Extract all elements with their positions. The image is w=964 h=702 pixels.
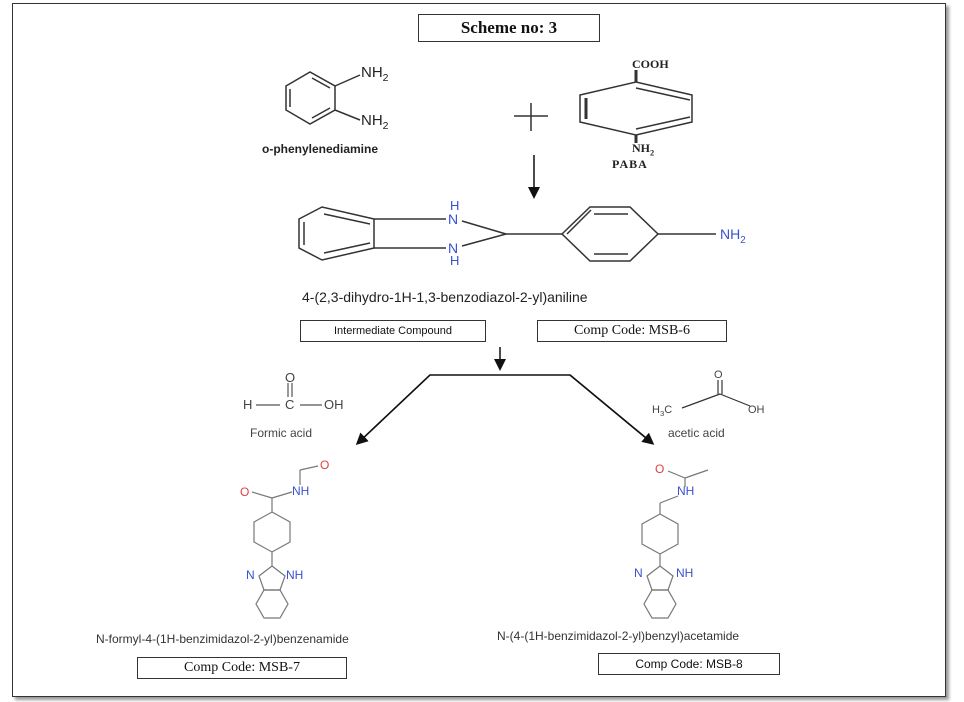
product-2-name: N-(4-(1H-benzimidazol-2-yl)benzyl)acetam… <box>497 629 740 643</box>
product-2-code: Comp Code: MSB-8 <box>635 657 743 671</box>
msb8-structure <box>641 469 709 619</box>
scheme-title: Scheme no: 3 <box>460 18 558 37</box>
intermediate-h-top: H <box>450 198 460 213</box>
intermediate-h-bottom: H <box>450 253 460 268</box>
acetic-o: O <box>714 369 723 381</box>
msb8-nh: NH <box>677 484 695 498</box>
acetic-oh: OH <box>748 404 765 416</box>
intermediate-amine: NH2 <box>720 226 746 246</box>
scheme-frame <box>12 3 946 697</box>
split-line <box>357 374 653 444</box>
msb8-nh-ring: NH <box>676 566 694 580</box>
intermediate-n-top: N <box>448 211 459 227</box>
opd-nh2-bottom: NH2 <box>361 112 389 132</box>
reagent-2-name: acetic acid <box>668 426 725 440</box>
msb7-structure <box>251 465 319 619</box>
intermediate-code: Comp Code: MSB-6 <box>574 323 690 338</box>
formic-c: C <box>285 397 295 412</box>
paba-cooh: COOH <box>632 57 669 71</box>
scheme-title-box: Scheme no: 3 <box>418 14 600 42</box>
product-1-code: Comp Code: MSB-7 <box>184 660 300 675</box>
intermediate-code-box: Comp Code: MSB-6 <box>537 320 727 342</box>
formic-oh: OH <box>324 397 344 412</box>
formic-o: O <box>285 370 296 385</box>
formic-acid-structure <box>256 383 322 406</box>
intermediate-name: 4-(2,3-dihydro-1H-1,3-benzodiazol-2-yl)a… <box>302 289 588 305</box>
opd-nh2-top: NH2 <box>361 64 389 84</box>
paba-nh2: NH2 <box>632 141 655 158</box>
intermediate-structure <box>298 206 716 262</box>
product-2-code-box: Comp Code: MSB-8 <box>598 653 780 675</box>
product-1-code-box: Comp Code: MSB-7 <box>137 657 347 679</box>
intermediate-label-box: Intermediate Compound <box>300 320 486 342</box>
reactant-1-name: o-phenylenediamine <box>262 142 379 156</box>
intermediate-n-bottom: N <box>448 240 459 256</box>
msb8-o: O <box>655 462 665 476</box>
msb8-n: N <box>634 566 643 580</box>
msb7-nh: NH <box>292 484 310 498</box>
formic-h: H <box>243 397 253 412</box>
reagent-1-name: Formic acid <box>250 426 313 440</box>
product-1-name: N-formyl-4-(1H-benzimidazol-2-yl)benzena… <box>96 632 349 646</box>
msb7-o-formyl: O <box>320 458 330 472</box>
acetic-acid-structure <box>681 380 751 409</box>
paba-structure <box>579 70 693 143</box>
intermediate-label: Intermediate Compound <box>333 325 452 337</box>
msb7-n: N <box>246 568 255 582</box>
plus-sign <box>514 103 548 131</box>
acetic-ch3: H3C <box>652 404 673 419</box>
msb7-o-amide: O <box>240 485 250 499</box>
reactant-2-name: PABA <box>612 157 648 171</box>
msb7-nh-ring: NH <box>286 568 304 582</box>
o-phenylenediamine-structure <box>285 71 361 125</box>
